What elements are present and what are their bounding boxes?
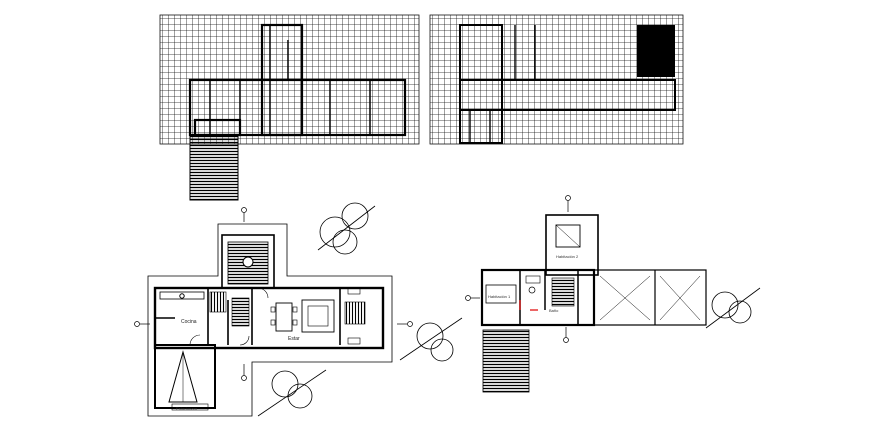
- upper-floor-plan: Habitación 1 Habitación 2 Baño: [465, 195, 707, 393]
- room-label-access: Estacionam: [176, 406, 198, 411]
- room-label-bath: Baño: [549, 308, 559, 313]
- ground-floor-plan: Cocina Estar Estacionam: [134, 207, 413, 417]
- tree-icon: [705, 287, 761, 329]
- tree-icon: [399, 317, 463, 362]
- room-label-bedroom-2: Habitación 2: [556, 254, 579, 259]
- section-marker-icon: [134, 207, 413, 381]
- room-label-bedroom-1: Habitación 1: [488, 294, 511, 299]
- section-marker-icon: [465, 195, 571, 343]
- tree-icon: [257, 369, 327, 417]
- room-label-kitchen: Cocina: [181, 319, 197, 325]
- foundation-grid-plan-right: [429, 14, 684, 145]
- room-label-living: Estar: [288, 336, 300, 342]
- tree-icon: [317, 202, 376, 255]
- stair-block: [189, 135, 239, 201]
- foundation-grid-plan-left: [159, 14, 420, 201]
